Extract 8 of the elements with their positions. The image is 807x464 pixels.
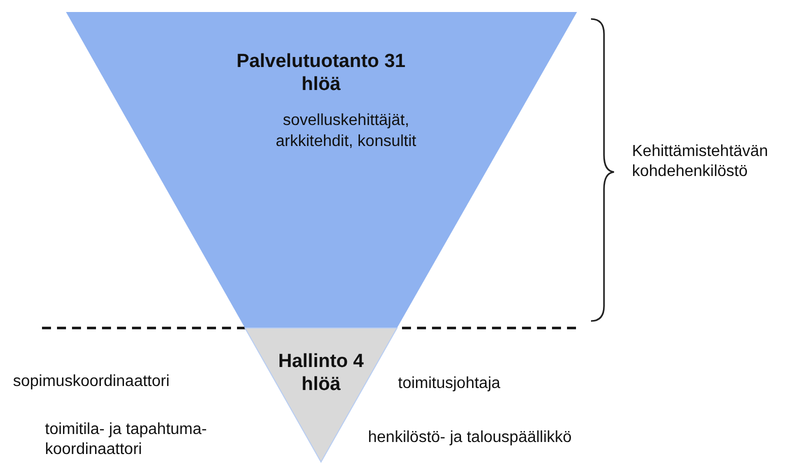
role-label: Kehittämistehtävän kohdehenkilöstö (632, 142, 770, 182)
role-label: sopimuskoordinaattori (13, 372, 170, 392)
role-label: henkilöstö- ja talouspäällikkö (368, 428, 572, 448)
segment-heading: Hallinto 4 hlöä (277, 350, 365, 396)
role-label: toimitusjohtaja (398, 374, 500, 394)
segment-heading: Palvelutuotanto 31 hlöä (236, 50, 406, 96)
segment-description: sovelluskehittäjät, arkkitehdit, konsultit (274, 111, 418, 152)
role-label: toimitila- ja tapahtuma- koordinaattori (45, 420, 208, 460)
